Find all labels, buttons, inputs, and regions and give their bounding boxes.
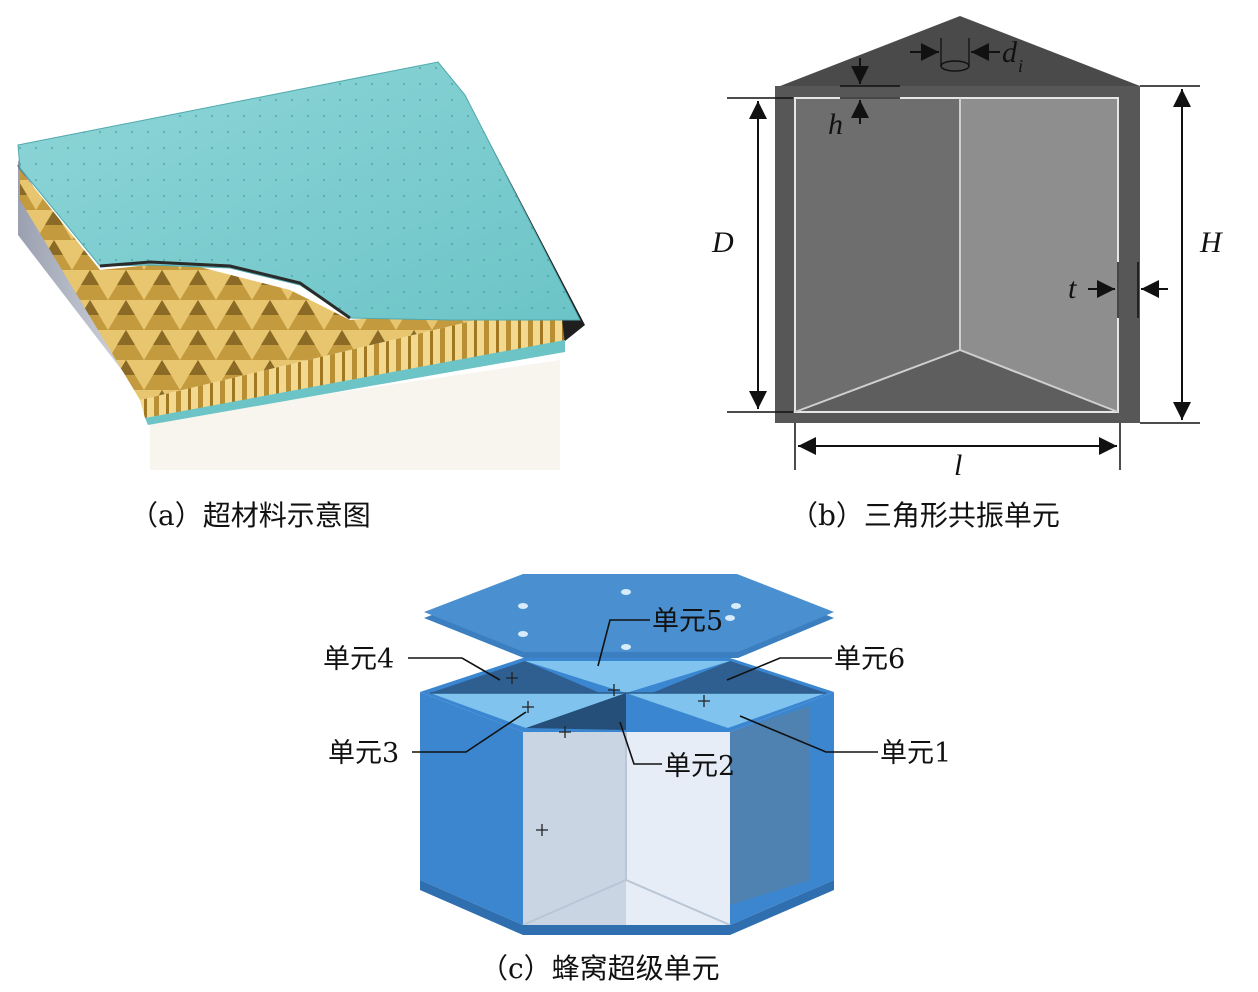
inner-left-wall — [795, 98, 960, 412]
inner-floor — [795, 350, 1118, 412]
label-l: l — [954, 449, 962, 482]
bottom-skin — [145, 340, 565, 425]
caption-c: （c）蜂窝超级单元 — [480, 952, 720, 985]
cell-markers — [506, 672, 710, 836]
panel-b-triangular-resonant-unit: d i h D H t l （b）三角形共振单元 — [711, 16, 1224, 532]
cell-top-4 — [430, 661, 600, 693]
label-unit-4: 单元4 — [323, 644, 394, 675]
label-unit-2: 单元2 — [664, 751, 735, 782]
caption-b: （b）三角形共振单元 — [790, 499, 1060, 532]
cell-top-5 — [525, 661, 730, 693]
core-front-face — [140, 300, 565, 418]
label-D: D — [711, 226, 734, 259]
panel-c-honeycomb-supercell: 单元4 单元5 单元6 单元3 单元2 单元1 （c）蜂窝超级单元 — [323, 574, 951, 985]
panel-a-metamaterial-illustration: （a）超材料示意图 — [17, 61, 585, 532]
hex-body-left-wall — [420, 692, 523, 925]
hex-body-front-right — [626, 732, 730, 925]
label-h: h — [828, 108, 843, 141]
inner-right-wall — [960, 98, 1118, 412]
hex-body-front-left — [523, 732, 626, 925]
lid-holes — [518, 589, 741, 650]
triangular-core-top — [20, 170, 560, 400]
label-unit-1: 单元1 — [880, 738, 951, 769]
label-d-subscript: i — [1018, 56, 1023, 76]
cell-top-6 — [652, 661, 826, 693]
cell-top-1 — [626, 693, 826, 728]
roof-triangle — [775, 16, 1140, 88]
label-H: H — [1199, 226, 1224, 259]
leader-lines — [408, 619, 878, 765]
label-d: d — [1002, 36, 1018, 69]
label-unit-3: 单元3 — [328, 738, 399, 769]
cell-top-2 — [526, 693, 626, 730]
label-t: t — [1068, 272, 1077, 305]
label-unit-5: 单元5 — [652, 606, 723, 637]
caption-a: （a）超材料示意图 — [130, 499, 371, 532]
label-unit-6: 单元6 — [834, 644, 905, 675]
